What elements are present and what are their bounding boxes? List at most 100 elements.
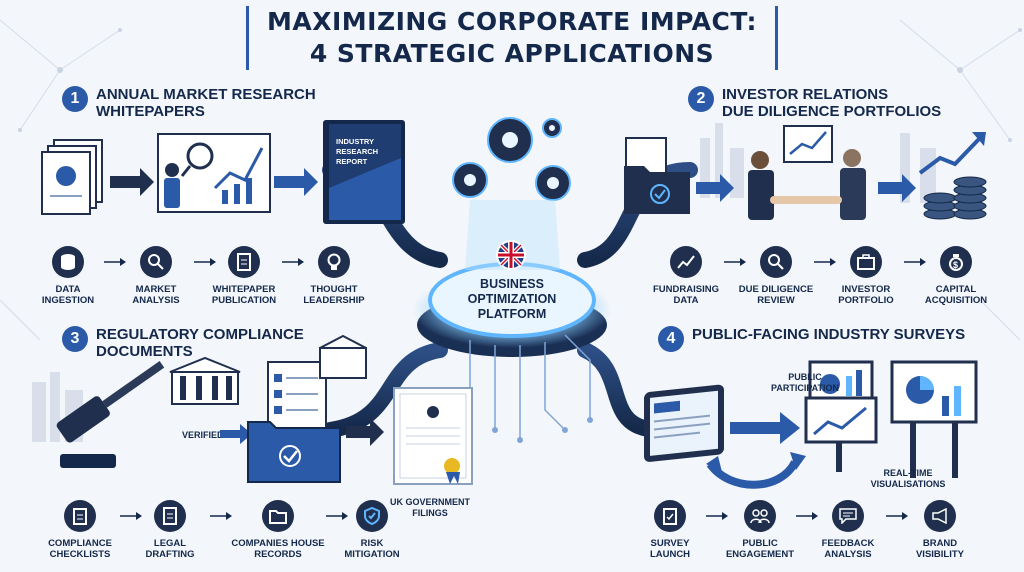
step-label-1: CAPITAL	[935, 284, 977, 295]
step-arrow	[886, 512, 908, 520]
report-text-2: RESEARCH	[336, 147, 378, 156]
section-2-illustration	[624, 123, 987, 220]
participation-line-2: PARTICIPATION	[771, 383, 839, 393]
shield-check-icon	[356, 500, 388, 532]
document-icon	[228, 246, 260, 278]
uk-government-filings-label: UK GOVERNMENT FILINGS	[385, 497, 475, 519]
step-label-1: DATA	[55, 284, 81, 295]
step-label-1: INVESTOR	[841, 284, 891, 295]
step-label-2: ACQUISITION	[924, 295, 988, 306]
briefcase-icon	[850, 246, 882, 278]
section-3-illustration: VERIFIED	[32, 334, 473, 485]
filings-line-1: UK GOVERNMENT	[389, 497, 470, 507]
section-1-title-line-2: WHITEPAPERS	[96, 103, 205, 120]
visual-line-2: VISUALISATIONS	[870, 479, 946, 489]
participation-line-1: PUBLIC	[788, 372, 822, 382]
folder-stack-icon	[262, 500, 294, 532]
section-1-title-line-1: ANNUAL MARKET RESEARCH	[96, 86, 316, 103]
step-arrow	[210, 512, 232, 520]
section-2-header: 2 INVESTOR RELATIONS DUE DILIGENCE PORTF…	[688, 86, 941, 120]
section-3-title-line-2: DOCUMENTS	[96, 343, 193, 360]
verified-label: VERIFIED	[182, 430, 224, 440]
step-arrow	[904, 258, 926, 266]
uk-flag-icon	[496, 240, 526, 270]
section-4-header: 4 PUBLIC-FACING INDUSTRY SURVEYS	[658, 326, 965, 352]
section-3-number: 3	[62, 326, 88, 352]
growth-chart-icon	[670, 246, 702, 278]
section-1-header: 1 ANNUAL MARKET RESEARCH WHITEPAPERS	[62, 86, 316, 120]
step-label-2: MITIGATION	[344, 549, 400, 560]
step-label-2: ANALYSIS	[132, 295, 180, 306]
step-label-2: PORTFOLIO	[838, 295, 894, 306]
step-label-1: THOUGHT	[310, 284, 358, 295]
document-icon	[154, 500, 186, 532]
report-text-1: INDUSTRY	[336, 137, 374, 146]
section-2-title-line-1: INVESTOR RELATIONS	[722, 86, 889, 103]
step-label-2: INGESTION	[41, 295, 95, 306]
lightbulb-icon	[318, 246, 350, 278]
step-label-2: RECORDS	[254, 549, 302, 560]
step-label-1: LEGAL	[153, 538, 187, 549]
title-line-2: 4 STRATEGIC APPLICATIONS	[309, 39, 715, 68]
real-time-visualisations-label: REAL-TIME VISUALISATIONS	[858, 468, 958, 490]
filings-line-2: FILINGS	[412, 508, 448, 518]
section-4-title-line-1: PUBLIC-FACING INDUSTRY SURVEYS	[692, 326, 966, 343]
public-participation-label: PUBLIC PARTICIPATION	[760, 372, 850, 394]
clipboard-icon	[64, 500, 96, 532]
hub-line-2: OPTIMIZATION	[467, 292, 557, 306]
step-arrow	[706, 512, 728, 520]
step-label-1: BRAND	[922, 538, 958, 549]
search-check-icon	[760, 246, 792, 278]
step-label-2: LAUNCH	[649, 549, 691, 560]
step-arrow	[282, 258, 304, 266]
step-label-1: COMPLIANCE	[48, 538, 112, 549]
section-2-number: 2	[688, 86, 714, 112]
hub-label: BUSINESS OPTIMIZATION PLATFORM	[432, 277, 592, 322]
step-label-2: PUBLICATION	[211, 295, 277, 306]
chat-bubble-icon	[832, 500, 864, 532]
page-title: MAXIMIZING CORPORATE IMPACT: 4 STRATEGIC…	[0, 6, 1024, 70]
visual-line-1: REAL-TIME	[883, 468, 933, 478]
step-label-1: FUNDRAISING	[653, 284, 719, 295]
step-arrow	[724, 258, 746, 266]
section-4-number: 4	[658, 326, 684, 352]
step-label-1: WHITEPAPER	[212, 284, 276, 295]
step-label-2: ENGAGEMENT	[725, 549, 795, 560]
step-label-1: SURVEY	[650, 538, 690, 549]
section-3-header: 3 REGULATORY COMPLIANCE DOCUMENTS	[62, 326, 304, 360]
section-4-illustration	[644, 360, 978, 489]
step-label-2: DATA	[673, 295, 699, 306]
step-arrow	[104, 258, 126, 266]
step-arrow	[120, 512, 142, 520]
step-arrow	[796, 512, 818, 520]
step-label-2: REVIEW	[757, 295, 795, 306]
megaphone-icon	[924, 500, 956, 532]
step-label-2: DRAFTING	[145, 549, 195, 560]
section-3-title-line-1: REGULATORY COMPLIANCE	[96, 326, 304, 343]
money-bag-icon: $	[940, 246, 972, 278]
step-label-1: DUE DILIGENCE	[738, 284, 814, 295]
section-2-title-line-2: DUE DILIGENCE PORTFOLIOS	[722, 103, 942, 120]
document-stack-icon	[41, 139, 103, 215]
survey-clipboard-icon	[654, 500, 686, 532]
step-label-1: FEEDBACK	[821, 538, 875, 549]
step-label-1: PUBLIC	[742, 538, 778, 549]
report-text-3: REPORT	[336, 157, 368, 166]
